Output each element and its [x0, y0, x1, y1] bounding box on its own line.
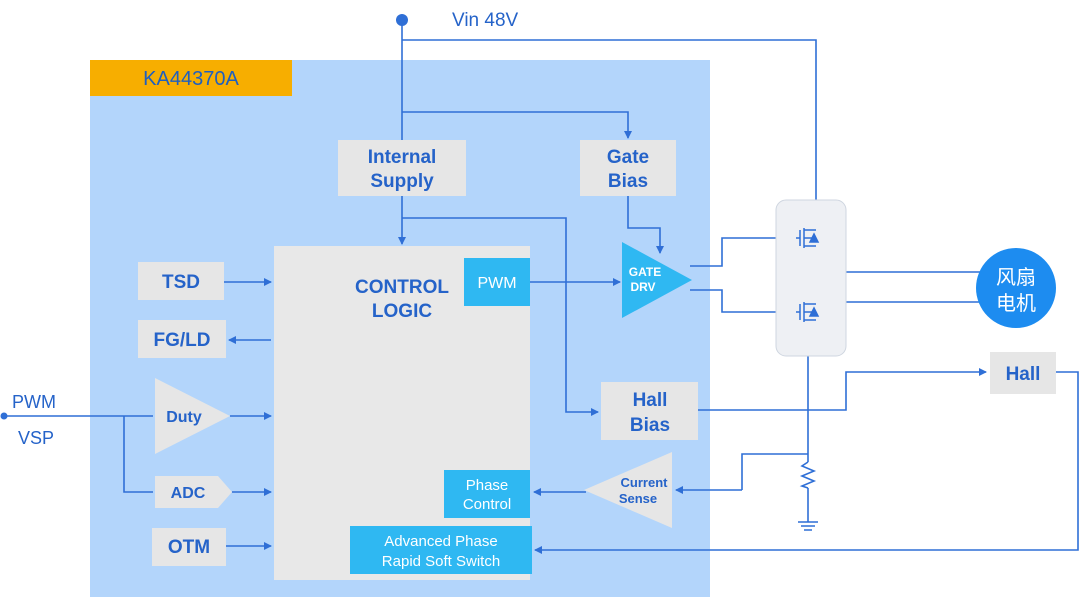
- fan-motor-line2: 电机: [996, 291, 1036, 315]
- gate-bias-line2: Bias: [608, 171, 648, 192]
- fg-ld-block: [138, 320, 226, 358]
- adc-block: [155, 476, 232, 508]
- ground-icon: [798, 521, 818, 531]
- internal-supply-line2: Supply: [370, 171, 434, 192]
- hall-sensor-block: [990, 352, 1056, 394]
- control-logic-line2: LOGIC: [372, 301, 432, 322]
- phase-control-block: [444, 470, 530, 518]
- shunt-resistor-icon: [799, 461, 817, 489]
- adc-label: ADC: [171, 485, 206, 502]
- phase-control-line1: Phase: [466, 477, 509, 494]
- low-side-mosfet-icon: [796, 302, 820, 322]
- pwm-block-label: PWM: [477, 275, 516, 292]
- wires: [4, 20, 1079, 554]
- gate-drv-line2: DRV: [630, 280, 655, 294]
- tsd-block: [138, 262, 224, 300]
- hall-bias-block: [601, 382, 698, 440]
- gate-drv-triangle: [622, 242, 692, 318]
- pwm-input-label: PWM: [12, 392, 56, 412]
- high-side-mosfet-icon: [796, 228, 820, 248]
- tsd-label: TSD: [162, 272, 200, 293]
- pwm-input-terminal: [0, 412, 8, 420]
- hall-bias-line1: Hall: [633, 390, 668, 411]
- fan-motor-icon: [976, 248, 1056, 328]
- control-logic-line1: CONTROL: [355, 277, 449, 298]
- otm-block: [152, 528, 226, 566]
- internal-supply-line1: Internal: [368, 147, 437, 168]
- otm-label: OTM: [168, 537, 210, 558]
- advanced-phase-line2: Rapid Soft Switch: [382, 553, 500, 570]
- mosfet-package: [775, 199, 847, 357]
- duty-label: Duty: [166, 409, 202, 426]
- duty-triangle: [155, 378, 230, 454]
- gate-bias-line1: Gate: [607, 147, 649, 168]
- vsp-input-label: VSP: [18, 428, 54, 448]
- chip-label-box: [90, 60, 292, 96]
- gate-drv-line1: GATE: [629, 265, 661, 279]
- fan-motor-line1: 风扇: [996, 265, 1036, 289]
- chip-part-number: KA44370A: [143, 68, 239, 90]
- fg-ld-label: FG/LD: [154, 330, 211, 351]
- phase-control-line2: Control: [463, 496, 511, 513]
- current-sense-line2: Sense: [619, 491, 657, 506]
- pwm-block: [464, 258, 530, 306]
- hall-sensor-label: Hall: [1006, 364, 1041, 385]
- gate-bias-block: [580, 140, 676, 196]
- hall-bias-line2: Bias: [630, 415, 670, 436]
- advanced-phase-line1: Advanced Phase: [384, 533, 497, 550]
- internal-supply-block: [338, 140, 466, 196]
- advanced-phase-block: [350, 526, 532, 574]
- current-sense-line1: Current: [621, 475, 669, 490]
- current-sense-triangle: [584, 452, 672, 528]
- vin-label: Vin 48V: [452, 10, 519, 31]
